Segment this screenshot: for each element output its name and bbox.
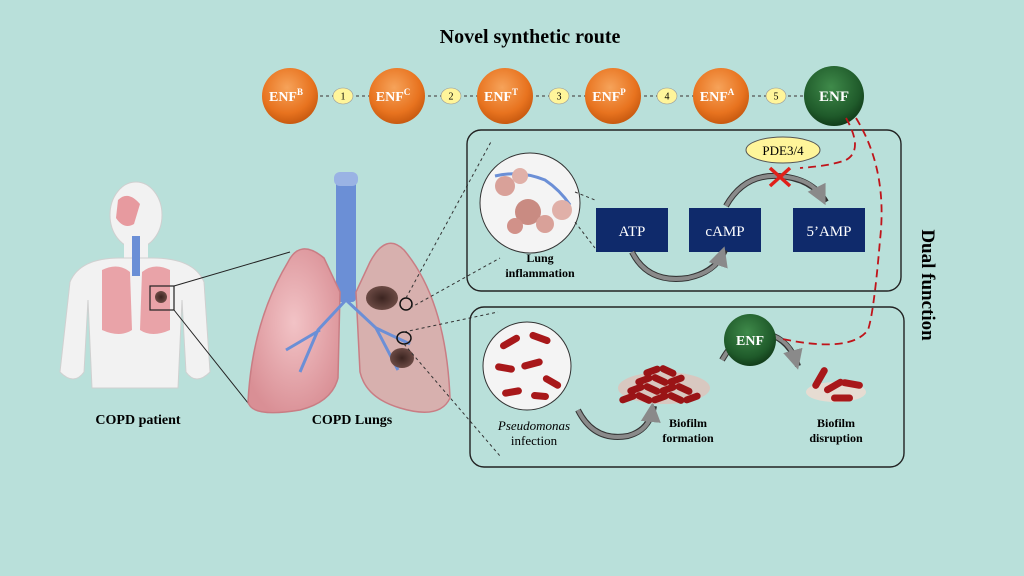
biofilm-mass xyxy=(618,365,710,404)
biofilm-disruption-line2: disruption xyxy=(809,431,863,445)
bacterium xyxy=(635,374,653,386)
route-node-superscript: B xyxy=(297,87,303,97)
bacterium xyxy=(495,363,515,373)
5amp-box: 5’AMP xyxy=(793,208,865,252)
route-step-label: 4 xyxy=(665,92,670,103)
route-node-label: ENFT xyxy=(484,87,518,105)
bacterium xyxy=(667,392,685,404)
route-node-label: ENFC xyxy=(376,87,411,105)
bacterium xyxy=(683,392,701,404)
route-final-enf-label: ENF xyxy=(819,89,849,105)
bacterium xyxy=(643,365,661,377)
infection-label-line2: infection xyxy=(511,433,558,448)
copd-patient-label: COPD patient xyxy=(95,413,181,428)
bacterium xyxy=(841,379,863,389)
route-step-label: 5 xyxy=(774,92,779,103)
biofilm-formation-line1: Biofilm xyxy=(669,416,707,430)
pde-enzyme-label: PDE3/4 xyxy=(762,143,804,158)
inhibition-x-icon xyxy=(768,166,792,188)
dual-function-label: Dual function xyxy=(917,229,938,341)
route-node-superscript: C xyxy=(404,87,411,97)
lung-inflammation-label-line1: Lung xyxy=(526,251,553,265)
enf-node-infection-label: ENF xyxy=(736,334,764,349)
bacterium xyxy=(651,374,669,386)
diagram-title: Novel synthetic route xyxy=(440,26,621,48)
atp-box: ATP xyxy=(596,208,668,252)
route-node-label: ENFA xyxy=(700,87,735,105)
route-step-1: 1 xyxy=(332,87,354,105)
5amp-box-label: 5’AMP xyxy=(806,224,851,240)
route-step-label: 1 xyxy=(341,92,346,103)
bacterium xyxy=(500,334,520,350)
route-node-3: ENFT xyxy=(477,68,533,124)
route-step-4: 4 xyxy=(656,87,678,105)
route-node-base: ENF xyxy=(269,90,297,105)
bacterium xyxy=(675,383,693,395)
copd-lungs-label: COPD Lungs xyxy=(312,413,393,428)
route-step-3: 3 xyxy=(548,87,570,105)
bacterium xyxy=(619,392,637,404)
enf-node-infection xyxy=(724,314,776,366)
pseudomonas-bacteria xyxy=(495,331,562,400)
biofilm-disruption-line1: Biofilm xyxy=(817,416,855,430)
bacterium xyxy=(651,392,669,404)
bacterium xyxy=(824,378,844,394)
route-node-superscript: P xyxy=(620,87,626,97)
bacterium xyxy=(635,392,653,404)
patient-zoom-box xyxy=(149,285,175,311)
route-node-base: ENF xyxy=(700,90,728,105)
enf-to-pde-inhibition-link xyxy=(799,117,856,169)
bacterium xyxy=(529,331,551,345)
route-step-2: 2 xyxy=(440,87,462,105)
bacterium xyxy=(659,365,677,377)
route-step-label: 2 xyxy=(449,92,454,103)
biofilm-formation-line2: formation xyxy=(662,431,714,445)
bacterium xyxy=(667,374,685,386)
copd-patient-figure xyxy=(59,181,291,409)
infection-label-line1: Pseudomonas xyxy=(497,418,570,433)
route-step-5: 5 xyxy=(765,87,787,105)
pde-enzyme-badge xyxy=(745,136,821,164)
disrupted-biofilm xyxy=(806,367,866,402)
camp-box-label: cAMP xyxy=(705,224,744,240)
route-node-label: ENFP xyxy=(592,87,626,105)
lung-inflammation-label-line2: inflammation xyxy=(505,266,575,280)
route-node-superscript: T xyxy=(512,87,518,97)
infection-panel xyxy=(469,306,905,468)
enf-to-biofilm-link xyxy=(777,117,883,346)
bacterium xyxy=(521,358,543,370)
route-node-2: ENFC xyxy=(369,68,425,124)
atp-to-camp-arrow xyxy=(629,248,728,282)
bacterium xyxy=(643,383,661,395)
route-node-superscript: A xyxy=(728,87,735,97)
route-node-1: ENFB xyxy=(262,68,318,124)
camp-box: cAMP xyxy=(689,208,761,252)
route-node-base: ENF xyxy=(484,90,512,105)
bacterium xyxy=(542,375,562,389)
route-node-label: ENFB xyxy=(269,87,303,105)
route-node-base: ENF xyxy=(592,90,620,105)
copd-lungs-illustration xyxy=(247,139,501,457)
route-step-label: 3 xyxy=(557,92,562,103)
bacterium xyxy=(531,392,549,400)
route-node-4: ENFP xyxy=(585,68,641,124)
bacterium xyxy=(659,383,677,395)
atp-box-label: ATP xyxy=(619,224,646,240)
bacterium xyxy=(831,394,853,402)
inflammation-panel xyxy=(466,129,902,292)
bacterium xyxy=(627,383,645,395)
infection-to-biofilm-arrow xyxy=(575,405,657,440)
bacterium xyxy=(502,387,522,397)
alveoli-circle xyxy=(479,152,581,254)
route-node-base: ENF xyxy=(376,90,404,105)
bacterium xyxy=(812,367,828,389)
route-final-enf: ENF xyxy=(804,66,864,126)
route-node-5: ENFA xyxy=(693,68,749,124)
camp-pathway: ATP cAMP 5’AMP xyxy=(596,208,865,252)
